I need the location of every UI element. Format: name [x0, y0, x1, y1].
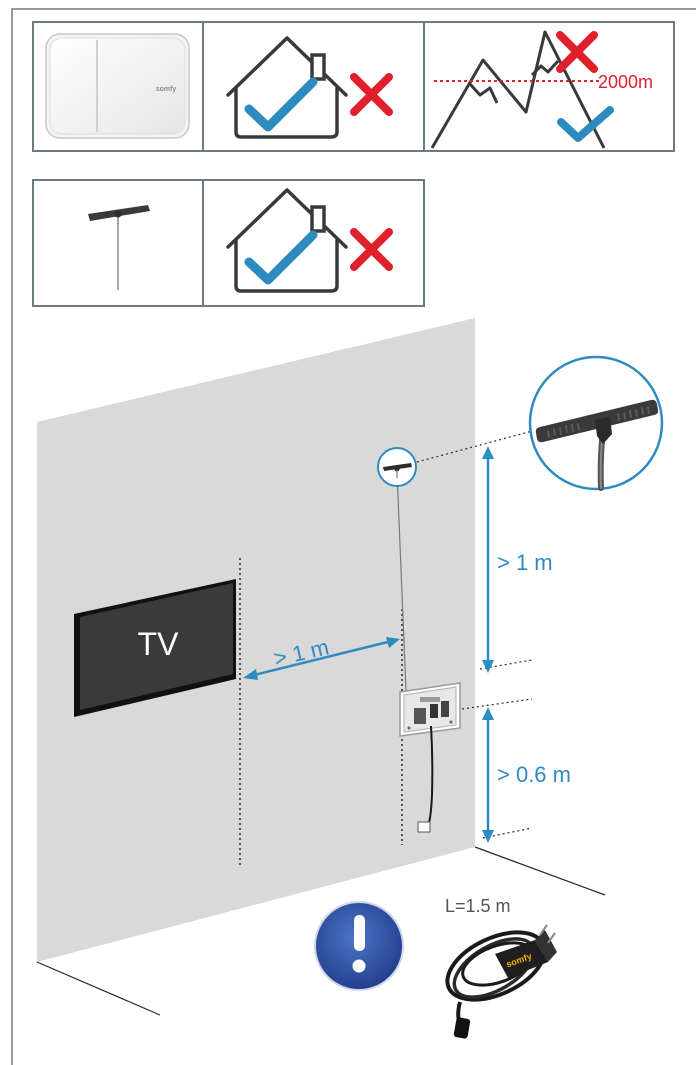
distance-arrow-horizontal	[243, 637, 400, 680]
check-icon-indoor	[244, 77, 318, 132]
box-top-dashed-line	[479, 659, 533, 670]
cross-icon-antenna-outdoor	[350, 228, 393, 271]
wall	[37, 318, 475, 962]
page-frame	[11, 8, 696, 1065]
antenna-small	[383, 463, 412, 478]
floor-line-right	[474, 846, 606, 896]
zoom-dashed-line	[416, 429, 537, 463]
power-cable	[427, 725, 434, 827]
altitude-label: 2000m	[598, 72, 653, 92]
distance-arrow-box-floor	[482, 707, 494, 843]
somfy-logo: somfy	[156, 86, 177, 93]
power-adapter-image: somfy	[445, 924, 557, 1039]
antenna-zoom-callout	[528, 355, 664, 491]
info-warning-icon	[314, 901, 404, 991]
somfy-box-image: somfy	[45, 33, 190, 139]
house-indoor-icon	[226, 36, 348, 139]
distance-arrow-antenna-box	[482, 446, 494, 673]
cable-length-label: L=1.5 m	[445, 896, 511, 916]
mountain-icon	[430, 30, 606, 149]
wall-mounted-box	[399, 682, 461, 737]
cross-icon-outdoor	[350, 73, 393, 116]
check-icon-antenna-indoor	[244, 230, 318, 285]
antenna-cable	[396, 471, 407, 692]
tv: TV	[74, 579, 236, 717]
floor-line-left	[36, 961, 161, 1016]
distance-label-antenna-box: > 1 m	[497, 550, 553, 575]
box-bottom-dashed-line	[461, 698, 533, 710]
cross-icon-high-altitude	[556, 31, 598, 73]
antenna-image	[88, 205, 150, 290]
floor-dashed-line	[482, 827, 533, 839]
distance-label-box-floor: > 0.6 m	[497, 762, 571, 787]
panel-box-altitude	[423, 21, 675, 152]
tv-label: TV	[138, 626, 180, 662]
panel-antenna-indoor	[202, 179, 425, 307]
power-outlet	[417, 821, 431, 833]
check-icon-low-altitude	[557, 106, 614, 142]
house-antenna-icon	[226, 188, 348, 293]
